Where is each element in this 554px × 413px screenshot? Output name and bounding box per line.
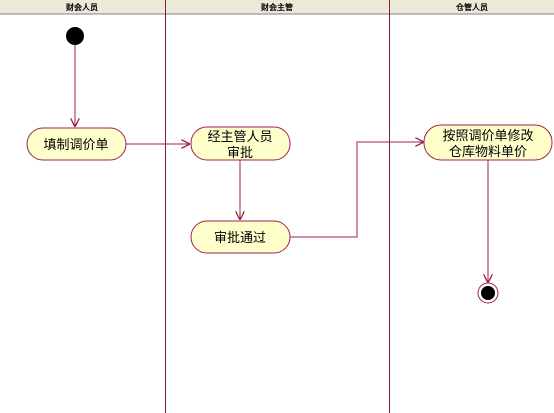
- activity-supervisor-approve: [190, 126, 291, 161]
- activity-fill-adjust-form: [26, 127, 127, 161]
- activity-update-price: [423, 124, 553, 161]
- activity-fill-adjust-form-label: 填制调价单: [43, 138, 108, 153]
- initial-node: [66, 27, 84, 45]
- activity-update-price-label-line1: 按照调价单修改: [442, 129, 533, 144]
- activity-update-price-label-line2: 仓库物料单价: [449, 144, 527, 160]
- activity-supervisor-approve-label-line2: 审批: [227, 146, 253, 161]
- lane-title-warehouse-staff: 仓管人员: [455, 2, 488, 12]
- swimlane-header-bar: [0, 0, 554, 14]
- activity-approved: [190, 220, 291, 254]
- final-node-core: [481, 286, 495, 300]
- lane-title-finance-staff: 财会人员: [65, 2, 98, 12]
- lane-title-finance-supervisor: 财会主管: [260, 2, 293, 12]
- flow-approved-to-update: [290, 142, 424, 238]
- activity-approved-label: 审批通过: [214, 231, 266, 246]
- activity-supervisor-approve-label-line1: 经主管人员: [207, 130, 272, 145]
